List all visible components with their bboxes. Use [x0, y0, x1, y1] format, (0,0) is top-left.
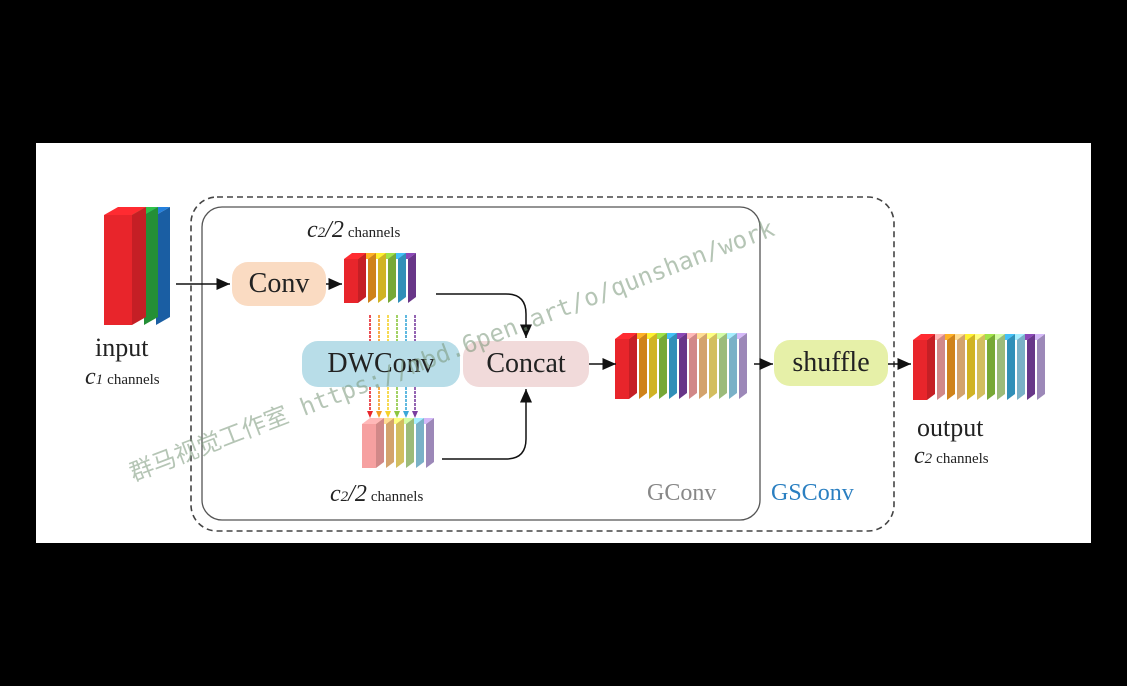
- concat-tensor-layer-2: [649, 333, 657, 399]
- concat-tensor-layer-8: [709, 333, 717, 399]
- dw-tensor-layer-5: [426, 418, 434, 468]
- depthwise-arrowhead-0: [367, 411, 373, 418]
- gconv-label: GConv: [647, 480, 717, 506]
- input-channels-var: c: [85, 364, 96, 390]
- dw-out-channels-label: c2/2 channels: [330, 481, 423, 508]
- concat-tensor-layer-4: [669, 333, 677, 399]
- output-channels-sub: 2: [924, 451, 933, 467]
- input-tensor: [104, 207, 170, 325]
- input-tensor-layer-1: [144, 207, 158, 325]
- conv-tensor-layer-0: [358, 253, 366, 303]
- dw-out-div: /2: [348, 481, 367, 507]
- conv-out-channels-label: c2/2 channels: [307, 217, 400, 244]
- dw-out-sub: 2: [340, 489, 349, 505]
- depthwise-arrowhead-5: [412, 411, 418, 418]
- concat-tensor-layer-1: [639, 333, 647, 399]
- conv-tensor-layer-top-0: [344, 253, 366, 259]
- input-channels-sub: 1: [95, 372, 104, 388]
- dw-tensor-layer-1: [386, 418, 394, 468]
- conv-tensor-layer-2: [378, 253, 386, 303]
- dwconv-node: DWConv: [302, 341, 460, 387]
- depthwise-arrowhead-4: [403, 411, 409, 418]
- conv-out-sub: 2: [317, 225, 326, 241]
- output-tensor-layer-5: [977, 334, 985, 400]
- input-label: input: [95, 333, 149, 362]
- dw-out-text: channels: [370, 489, 424, 505]
- output-channels-var: c: [914, 443, 925, 469]
- arrow-conv-features-to-concat: [436, 293, 532, 338]
- dw-tensor-layer-2: [396, 418, 404, 468]
- conv-tensor-layer-3: [388, 253, 396, 303]
- conv-out-var: c: [307, 217, 318, 243]
- concat-tensor-layer-7: [699, 333, 707, 399]
- input-tensor-layer-2: [156, 207, 170, 325]
- output-tensor-layer-top-0: [913, 334, 935, 340]
- dw-tensor-layer-3: [406, 418, 414, 468]
- conv-tensor-layer-5: [408, 253, 416, 303]
- output-tensor-layer-11: [1037, 334, 1045, 400]
- conv-tensor-layer-1: [368, 253, 376, 303]
- concat-tensor-layer-10: [729, 333, 737, 399]
- depthwise-arrowhead-3: [394, 411, 400, 418]
- dw-tensor-layer-0: [376, 418, 384, 468]
- conv-node: Conv: [232, 262, 326, 306]
- depthwise-arrowhead-1: [376, 411, 382, 418]
- output-channels-label: c2 channels: [914, 443, 989, 470]
- diagram-panel: Conv DWConv Concat shuffle input c1 chan…: [36, 143, 1091, 543]
- concat-output-tensor: [615, 333, 747, 399]
- conv-tensor-front-face: [344, 259, 358, 303]
- output-tensor-layer-7: [997, 334, 1005, 400]
- output-tensor-layer-10: [1027, 334, 1035, 400]
- dwconv-output-tensor: [362, 418, 434, 468]
- concat-tensor-layer-top-0: [615, 333, 637, 339]
- output-tensor-layer-9: [1017, 334, 1025, 400]
- arrow-dw-features-to-concat: [442, 389, 532, 460]
- dw-out-var: c: [330, 481, 341, 507]
- depthwise-arrows: [367, 315, 418, 418]
- output-tensor-layer-1: [937, 334, 945, 400]
- concat-tensor-layer-6: [689, 333, 697, 399]
- input-tensor-layer-0: [132, 207, 146, 325]
- gsconv-diagram: [104, 196, 1045, 532]
- dw-tensor-layer-4: [416, 418, 424, 468]
- input-tensor-front-face: [104, 215, 132, 325]
- output-tensor-layer-6: [987, 334, 995, 400]
- input-channels-text: channels: [107, 372, 160, 388]
- conv-output-tensor: [344, 253, 416, 303]
- dw-tensor-layer-top-0: [362, 418, 384, 424]
- concat-tensor-front-face: [615, 339, 629, 399]
- concat-tensor-layer-9: [719, 333, 727, 399]
- output-label: output: [917, 413, 984, 442]
- conv-out-text: channels: [347, 225, 401, 241]
- output-tensor-layer-0: [927, 334, 935, 400]
- output-tensor-layer-2: [947, 334, 955, 400]
- conv-out-div: /2: [325, 217, 344, 243]
- conv-tensor-layer-4: [398, 253, 406, 303]
- concat-tensor-layer-11: [739, 333, 747, 399]
- concat-tensor-layer-0: [629, 333, 637, 399]
- output-tensor-layer-4: [967, 334, 975, 400]
- shuffle-node: shuffle: [774, 340, 888, 386]
- output-tensor-front-face: [913, 340, 927, 400]
- output-tensor-layer-3: [957, 334, 965, 400]
- gsconv-label: GSConv: [771, 480, 854, 506]
- output-tensor-layer-8: [1007, 334, 1015, 400]
- input-channels-label: c1 channels: [85, 364, 160, 391]
- dw-tensor-front-face: [362, 424, 376, 468]
- concat-node: Concat: [463, 341, 589, 387]
- input-tensor-layer-top-0: [104, 207, 146, 215]
- concat-tensor-layer-5: [679, 333, 687, 399]
- output-channels-text: channels: [936, 451, 989, 467]
- depthwise-arrowhead-2: [385, 411, 391, 418]
- output-tensor: [913, 334, 1045, 400]
- concat-tensor-layer-3: [659, 333, 667, 399]
